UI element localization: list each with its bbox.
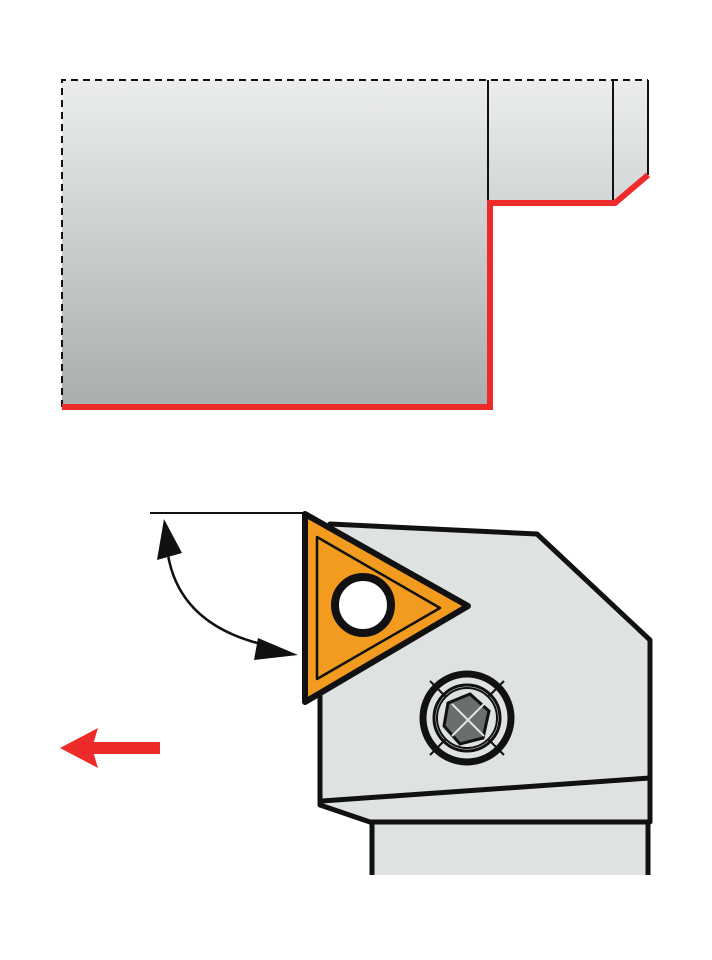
workpiece-body [62,80,648,407]
cutting-insert [302,511,471,705]
clamp-screw-icon [419,670,515,766]
workpiece-stock-outline [61,79,648,407]
shank [372,822,648,875]
angle-arrowhead-bottom [254,638,298,660]
insert-inner-edge [315,535,442,681]
holder-seat-line [321,775,651,804]
insert-hole [331,573,395,637]
approach-angle-icon [150,512,305,660]
workpiece [61,79,650,410]
arrow-left-icon [60,728,160,768]
angle-arc [166,554,266,647]
angle-arrowhead-top [157,519,182,560]
machined-profile [62,172,650,410]
